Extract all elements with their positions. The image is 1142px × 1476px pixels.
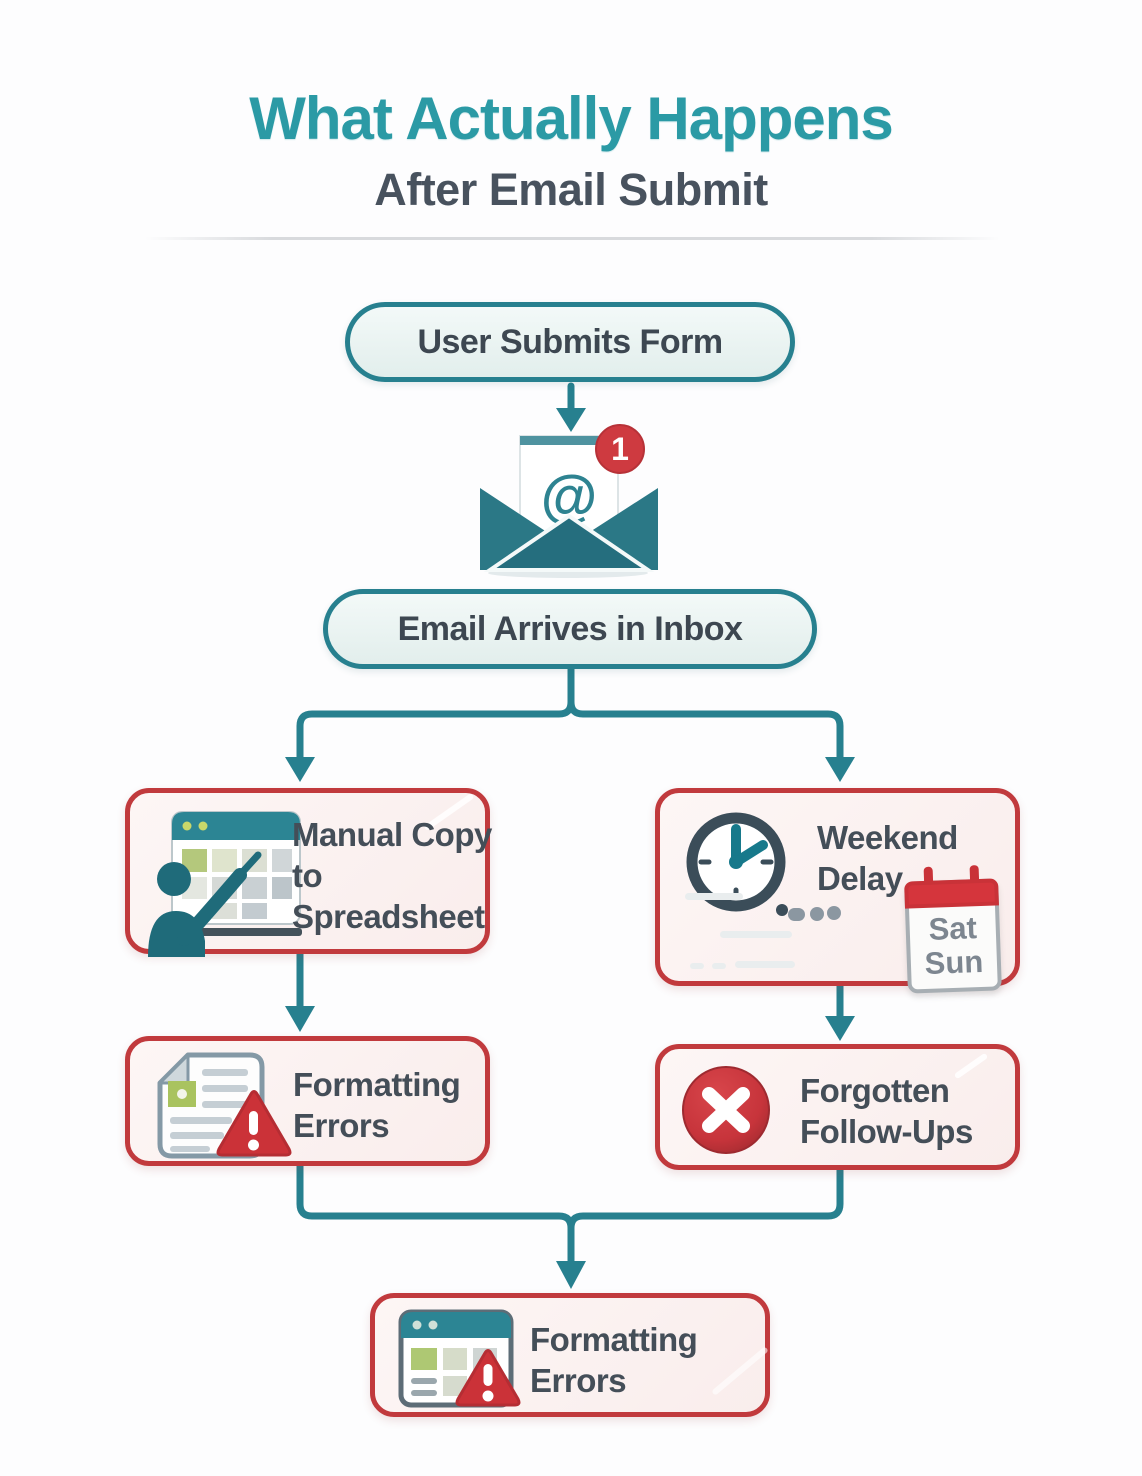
page-title: What Actually Happens	[249, 85, 894, 152]
node-formatting-errors-final: Formatting Errors	[370, 1293, 770, 1417]
arrow-merge-left	[296, 1160, 575, 1264]
speed-line	[690, 963, 704, 969]
node-formatting-errors-label: Formatting Errors	[293, 1066, 461, 1144]
pen	[234, 851, 262, 881]
document-warning-icon	[157, 1052, 292, 1159]
calendar-header	[904, 878, 999, 909]
node-email-arrives: Email Arrives in Inbox	[323, 589, 817, 669]
node-formatting-errors-final-label: Formatting Errors	[530, 1321, 698, 1399]
clock-icon	[686, 812, 788, 916]
email-envelope-icon: @ 1	[468, 424, 672, 580]
calendar-day-sat: Sat	[928, 910, 978, 947]
trail-dot	[810, 907, 824, 921]
trail-dot	[788, 908, 805, 921]
speed-line	[735, 961, 795, 968]
calendar-days: Sat Sun	[909, 910, 997, 982]
node-forgotten-followups: Forgotten Follow-Ups	[655, 1044, 1020, 1170]
spreadsheet-person-icon	[148, 811, 302, 957]
person-head	[157, 862, 191, 896]
node-manual-copy-label: Manual Copy to Spreadsheet	[292, 816, 492, 935]
speed-line	[712, 963, 726, 969]
person-arm	[177, 868, 247, 946]
notification-badge	[595, 424, 645, 474]
node-forgotten-followups-label: Forgotten Follow-Ups	[800, 1072, 973, 1150]
browser-warning-icon	[398, 1309, 521, 1408]
weekend-calendar-icon: Sat Sun	[904, 865, 1002, 994]
arrow-branch-right	[567, 662, 844, 761]
node-formatting-errors: Formatting Errors	[125, 1036, 490, 1166]
node-user-submits-form-label: User Submits Form	[417, 322, 723, 361]
calendar-day-sun: Sun	[924, 944, 984, 982]
node-email-arrives-label: Email Arrives in Inbox	[397, 609, 743, 648]
arrow-merge-right	[567, 1164, 844, 1264]
notification-badge-count: 1	[611, 431, 629, 467]
clock-trail-dot	[776, 904, 788, 916]
speed-line	[685, 893, 743, 900]
node-user-submits-form: User Submits Form	[345, 302, 795, 382]
trail-dot	[827, 906, 841, 920]
title-divider	[145, 237, 1000, 240]
envelope-front-flap	[483, 513, 655, 572]
arrow-branch-left	[296, 662, 575, 761]
error-x-icon	[682, 1066, 770, 1154]
node-manual-copy: Manual Copy to Spreadsheet	[125, 788, 492, 957]
speed-line	[720, 931, 792, 938]
node-weekend-delay-label: Weekend Delay	[817, 819, 958, 897]
page-subtitle: After Email Submit	[374, 164, 768, 215]
